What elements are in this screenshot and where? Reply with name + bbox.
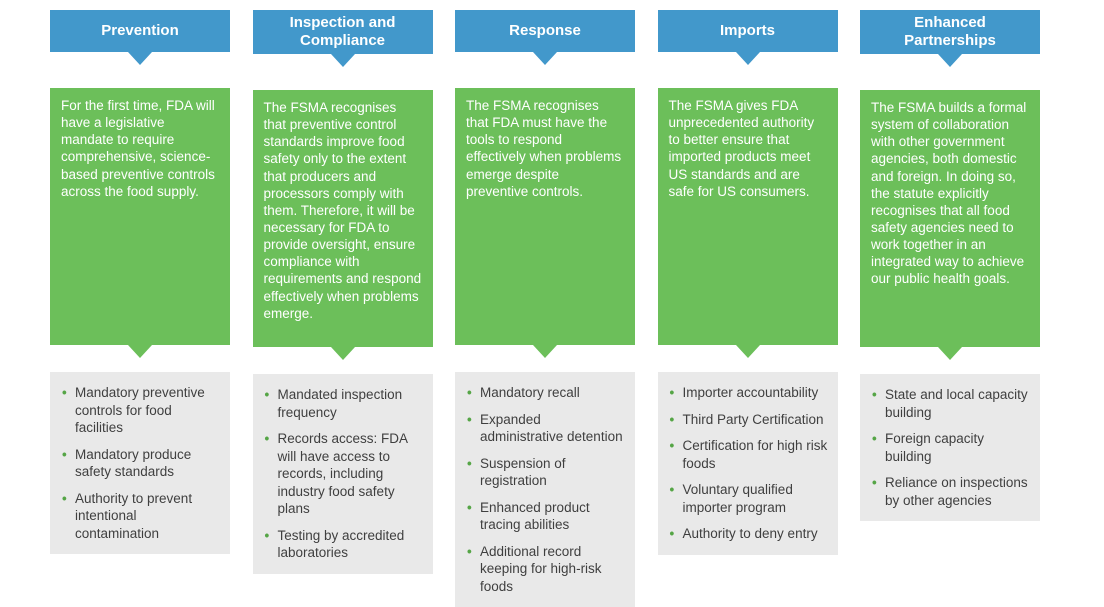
column-description: For the first time, FDA will have a legi… [50,88,230,345]
column-header: Enhanced Partnerships [860,10,1040,54]
column-bullet-list: State and local capacity building Foreig… [860,374,1040,522]
column-bullet-list: Mandatory preventive controls for food f… [50,372,230,555]
bullet-item: Reliance on inspections by other agencie… [872,474,1030,509]
column-description: The FSMA recognises that preventive cont… [252,90,433,347]
arrow-down-icon [533,52,557,65]
bullet-item: State and local capacity building [872,386,1030,421]
bullet-item: Records access: FDA will have access to … [265,430,423,518]
bullet-item: Voluntary qualified importer program [670,481,828,516]
column-header: Inspection and Compliance [252,10,433,54]
bullet-item: Certification for high risk foods [670,437,828,472]
column-bullet-list: Importer accountability Third Party Cert… [657,372,838,555]
column-inspection-compliance: Inspection and Compliance The FSMA recog… [252,10,433,574]
arrow-down-icon [330,54,355,67]
column-prevention: Prevention For the first time, FDA will … [50,10,230,555]
arrow-down-icon [735,52,760,65]
arrow-down-icon [533,345,557,358]
arrow-down-icon [938,54,962,67]
arrow-down-icon [128,345,152,358]
bullet-item: Expanded administrative detention [467,411,625,446]
bullet-item: Foreign capacity building [872,430,1030,465]
arrow-down-icon [938,347,962,360]
column-header: Response [455,10,635,52]
column-bullet-list: Mandated inspection frequency Records ac… [252,374,433,574]
column-description: The FSMA gives FDA unprecedented authori… [657,88,838,345]
column-enhanced-partnerships: Enhanced Partnerships The FSMA builds a … [860,10,1040,522]
bullet-item: Authority to prevent intentional contami… [62,490,220,543]
bullet-item: Suspension of registration [467,455,625,490]
column-response: Response The FSMA recognises that FDA mu… [455,10,635,607]
column-bullet-list: Mandatory recall Expanded administrative… [455,372,635,607]
bullet-item: Mandatory preventive controls for food f… [62,384,220,437]
bullet-item: Importer accountability [670,384,828,402]
bullet-item: Enhanced product tracing abilities [467,499,625,534]
bullet-item: Third Party Certification [670,411,828,429]
arrow-down-icon [735,345,760,358]
bullet-item: Mandatory produce safety standards [62,446,220,481]
column-description: The FSMA recognises that FDA must have t… [455,88,635,345]
bullet-item: Mandated inspection frequency [265,386,423,421]
column-header: Imports [657,10,838,52]
column-imports: Imports The FSMA gives FDA unprecedented… [657,10,838,555]
column-description: The FSMA builds a formal system of colla… [860,90,1040,347]
bullet-item: Authority to deny entry [670,525,828,543]
column-header: Prevention [50,10,230,52]
arrow-down-icon [128,52,152,65]
bullet-item: Additional record keeping for high-risk … [467,543,625,596]
bullet-item: Mandatory recall [467,384,625,402]
arrow-down-icon [330,347,355,360]
bullet-item: Testing by accredited laboratories [265,527,423,562]
